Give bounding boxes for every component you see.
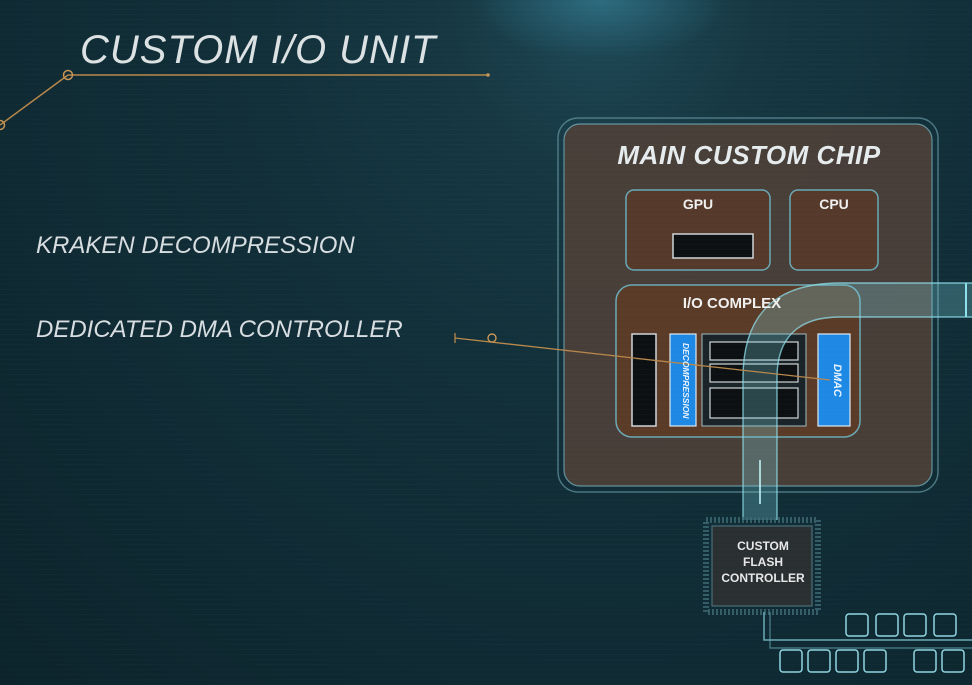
dma-callout-node-icon [487, 333, 497, 343]
flash-chip-10 [941, 649, 965, 673]
flash-chip-7 [835, 649, 859, 673]
gpu-label: GPU [682, 196, 714, 212]
flash-connection-trace [763, 612, 972, 641]
flash-label-line-2: FLASH [743, 555, 783, 569]
gpu-inner-rect [672, 233, 754, 259]
cpu-label: CPU [819, 196, 849, 212]
flash-connection-trace-2 [769, 612, 972, 649]
title-node-icon [62, 69, 74, 81]
dmac-unit [817, 333, 851, 427]
flash-chip-3 [903, 613, 927, 637]
top-glow [470, 0, 730, 60]
io-memory-block-1 [709, 341, 799, 361]
page-title: CUSTOM I/O UNIT [80, 28, 437, 72]
flash-chip-6 [807, 649, 831, 673]
flash-chip-4 [933, 613, 957, 637]
io-complex-label: I/O COMPLEX [682, 295, 782, 312]
feature-kraken-decompression: KRAKEN DECOMPRESSION [36, 232, 355, 259]
flash-chip-8 [863, 649, 887, 673]
cpu-block [789, 189, 879, 271]
io-dark-bar [631, 333, 657, 427]
flash-chip-9 [913, 649, 937, 673]
flash-controller-pins [703, 517, 821, 615]
flash-chip-5 [779, 649, 803, 673]
title-line-end-dot [486, 73, 490, 77]
main-chip-title: MAIN CUSTOM CHIP [617, 140, 881, 170]
flash-chip-2 [875, 613, 899, 637]
data-pipe [743, 283, 972, 520]
flash-controller-chip [711, 525, 813, 607]
flash-chip-1 [845, 613, 869, 637]
io-memory-block-3 [709, 387, 799, 419]
flash-label-line-1: CUSTOM [737, 539, 789, 553]
flash-controller-label: CUSTOM FLASH CONTROLLER [713, 538, 813, 586]
dmac-label: DMAC [831, 363, 843, 397]
data-pipe-edge-outer [742, 282, 972, 520]
feature-dma-controller: DEDICATED DMA CONTROLLER [36, 316, 403, 343]
main-chip-outer-frame [557, 117, 939, 493]
data-pipe-edge-inner [776, 316, 972, 520]
decompression-unit [669, 333, 697, 427]
dma-callout-line [454, 337, 831, 381]
title-end-node-icon [0, 119, 6, 131]
decompression-label: DECOMPRESSION [681, 343, 691, 419]
flash-label-line-3: CONTROLLER [721, 571, 805, 585]
title-connector [0, 74, 69, 126]
